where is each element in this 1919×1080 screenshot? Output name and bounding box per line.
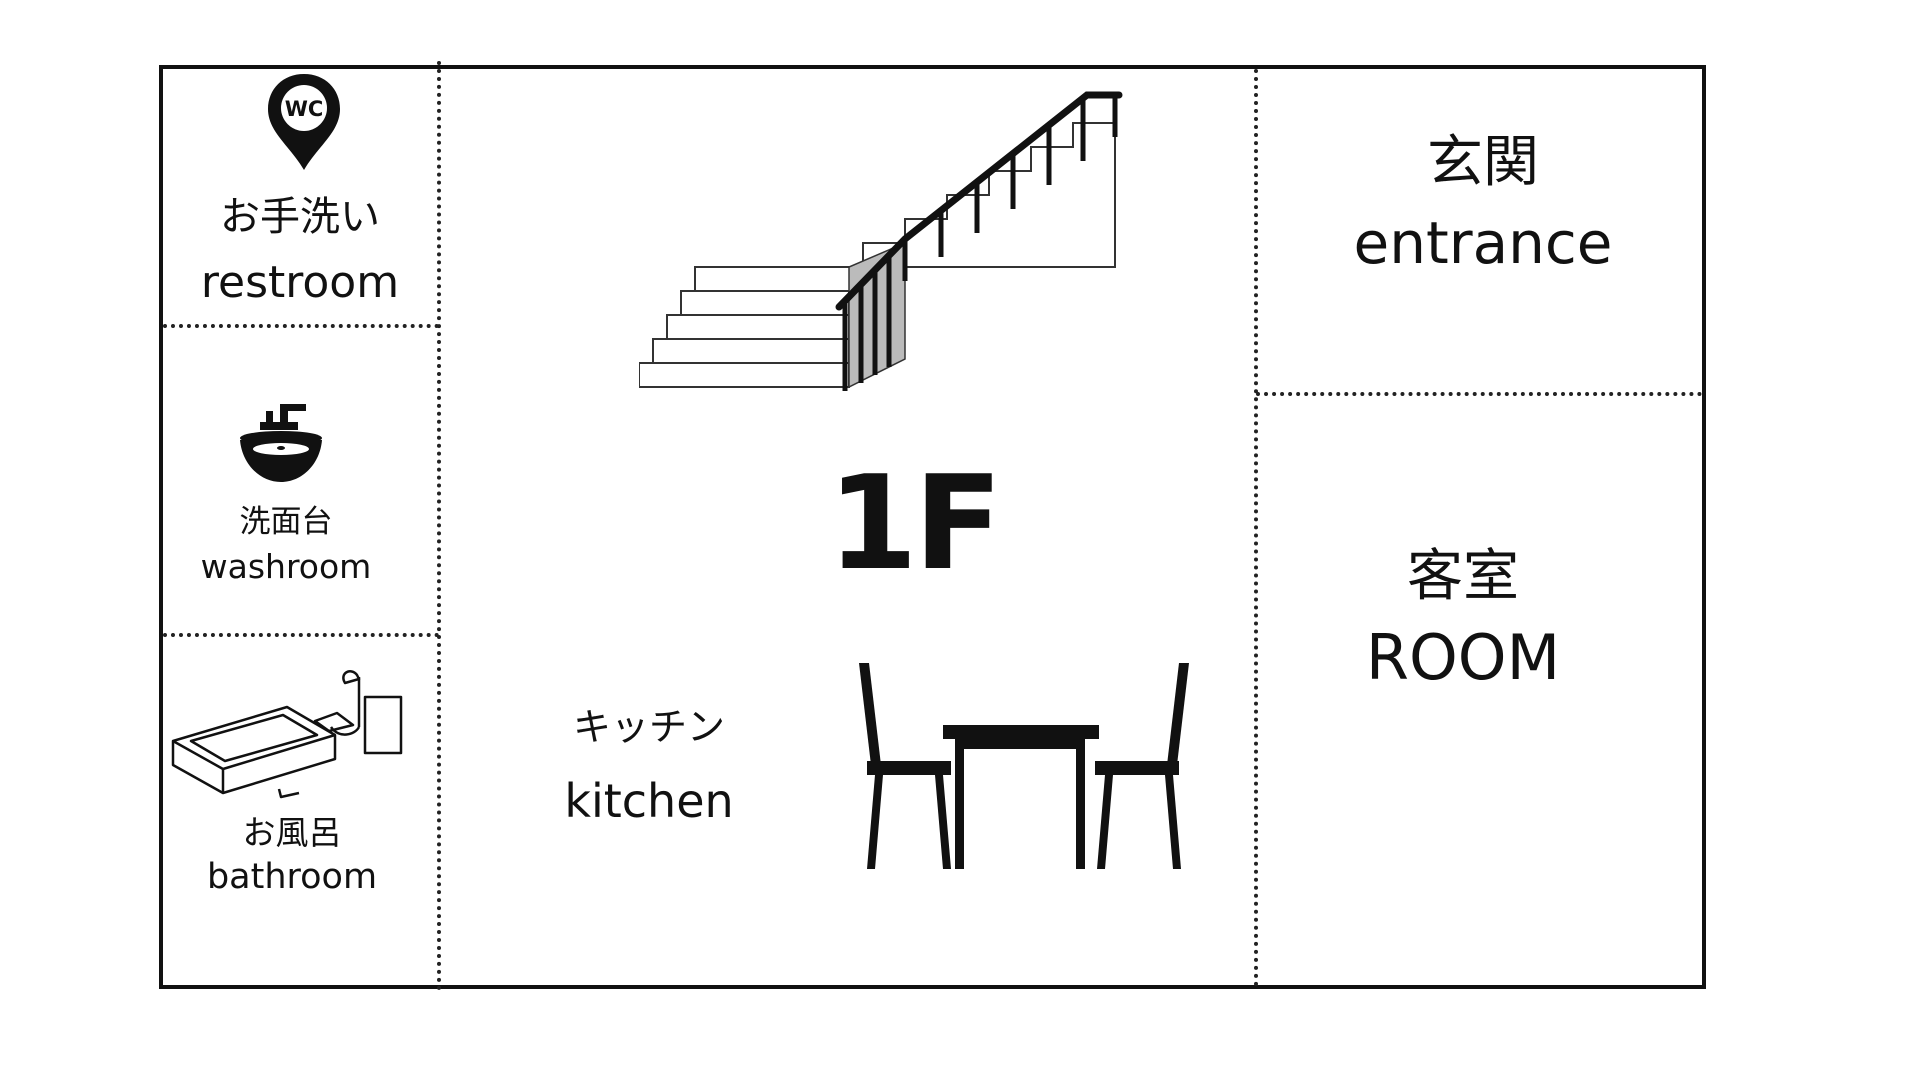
kitchen-label-en: kitchen (564, 774, 734, 828)
restroom-label-ja: お手洗い (220, 194, 380, 240)
bathtub-icon (169, 669, 419, 799)
bathroom-label-en: bathroom (206, 857, 378, 897)
entrance-label-ja: 玄関 (1427, 130, 1539, 195)
wc-pin-icon: WC (266, 72, 342, 172)
guest-room-label-en: ROOM (1365, 621, 1561, 694)
floor-plan: WC お手洗い restroom 洗面台 washroom (159, 61, 1706, 991)
sink-icon (236, 402, 326, 484)
divider-entrance-room (1256, 392, 1702, 396)
restroom-label-en: restroom (200, 257, 400, 308)
divider-left-column (437, 61, 441, 991)
washroom-label-ja: 洗面台 (239, 504, 333, 540)
kitchen-label-ja: キッチン (572, 705, 725, 749)
staircase-icon (639, 81, 1179, 393)
bathroom-label-ja: お風呂 (242, 813, 342, 852)
guest-room-label-ja: 客室 (1407, 544, 1519, 609)
wc-badge-text: WC (285, 97, 324, 121)
divider-restroom-washroom (163, 324, 439, 328)
entrance-label-en: entrance (1353, 209, 1613, 277)
washroom-label-en: washroom (200, 547, 372, 586)
dining-table-icon (859, 661, 1199, 873)
divider-right-column (1254, 69, 1258, 987)
floor-label: 1F (827, 447, 1002, 599)
divider-washroom-bathroom (163, 633, 439, 637)
